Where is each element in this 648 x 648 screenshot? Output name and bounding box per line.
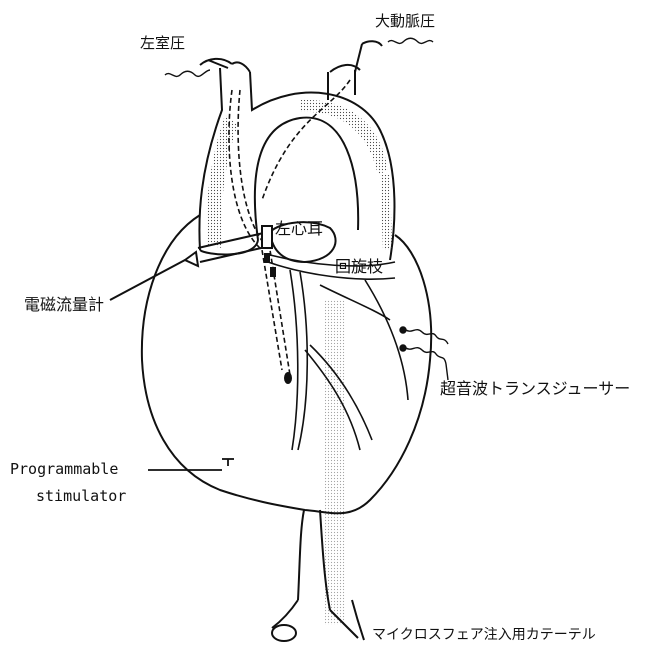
label-stimulator-line1: Programmable [10,462,118,477]
label-circumflex-branch: 回旋枝 [335,259,383,275]
label-electromagnetic-flowmeter: 電磁流量計 [24,297,104,313]
flow-probe [110,226,272,300]
label-left-atrial-appendage: 左心耳 [275,221,323,237]
transducer-leads [400,327,448,380]
label-stimulator-line2: stimulator [36,489,126,504]
label-aortic-pressure: 大動脈圧 [375,14,435,29]
stimulator-electrode [148,459,234,470]
lead-wires [165,38,433,76]
arch-shading [207,100,392,625]
label-microsphere-catheter: マイクロスフェア注入用カテーテル [372,628,596,642]
label-left-ventricular-pressure: 左室圧 [140,36,185,51]
label-ultrasonic-transducer: 超音波トランスジューサー [440,381,630,397]
catheter-tips [200,41,382,72]
